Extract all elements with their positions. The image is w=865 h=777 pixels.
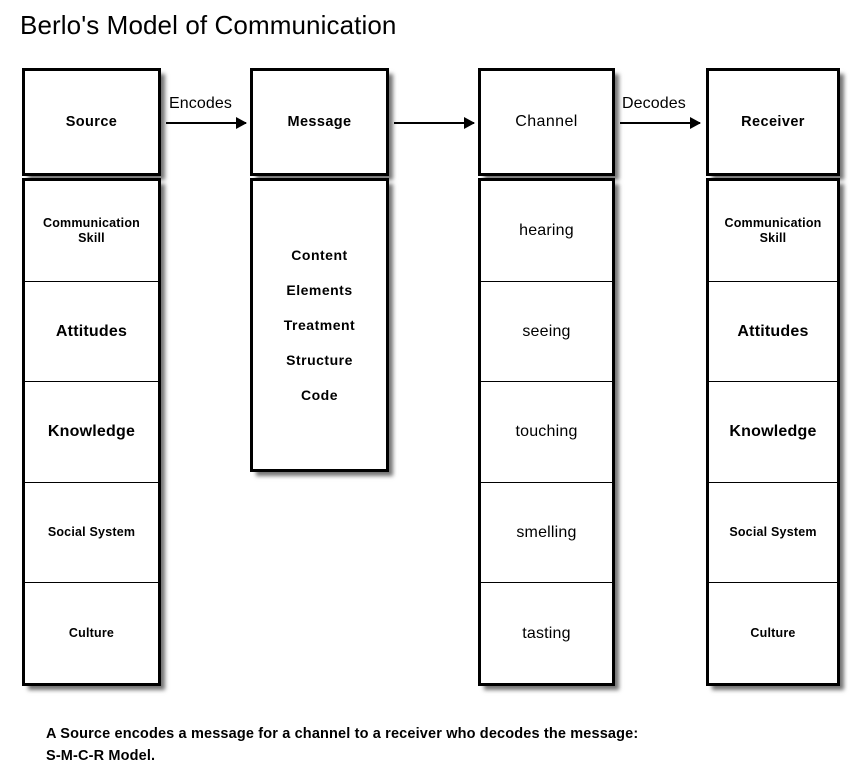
message-header-label: Message [287, 114, 352, 130]
source-header-label: Source [65, 114, 118, 130]
channel-header-box: Channel [478, 68, 615, 176]
source-item-label: Culture [68, 625, 115, 640]
message-item-treatment: Treatment [283, 317, 356, 333]
arrow-label-decodes: Decodes [622, 95, 686, 112]
arrow-source-to-message [166, 117, 247, 129]
source-attributes-box: Communication Skill Attitudes Knowledge … [22, 178, 161, 686]
channel-item-tasting: tasting [481, 583, 612, 683]
source-item-knowledge: Knowledge [25, 382, 158, 483]
channel-item-hearing: hearing [481, 181, 612, 282]
arrow-label-encodes: Encodes [169, 95, 232, 112]
receiver-item-knowledge: Knowledge [709, 382, 837, 483]
channel-header-label: Channel [515, 113, 578, 130]
receiver-attributes-box: Communication Skill Attitudes Knowledge … [706, 178, 840, 686]
receiver-item-attitudes: Attitudes [709, 282, 837, 383]
source-item-label: Social System [47, 525, 136, 540]
message-item-elements: Elements [286, 282, 353, 298]
message-item-structure: Structure [286, 352, 353, 368]
receiver-item-social-system: Social System [709, 483, 837, 584]
channel-item-label: smelling [516, 523, 577, 541]
channel-item-smelling: smelling [481, 483, 612, 584]
channel-item-label: touching [515, 423, 578, 441]
source-item-label: Attitudes [55, 322, 128, 340]
receiver-item-culture: Culture [709, 583, 837, 683]
receiver-header-box: Receiver [706, 68, 840, 176]
arrow-channel-to-receiver [620, 117, 701, 129]
channel-item-seeing: seeing [481, 282, 612, 383]
receiver-item-label: Social System [729, 525, 817, 540]
receiver-item-label: Communication Skill [724, 215, 822, 245]
message-item-code: Code [301, 387, 338, 403]
channel-senses-box: hearing seeing touching smelling tasting [478, 178, 615, 686]
channel-item-label: seeing [522, 322, 571, 340]
receiver-item-label: Knowledge [729, 423, 817, 441]
source-item-communication-skill: Communication Skill [25, 181, 158, 282]
page-title: Berlo's Model of Communication [20, 10, 397, 40]
arrow-message-to-channel [394, 117, 475, 129]
source-header-box: Source [22, 68, 161, 176]
source-item-label: Knowledge [47, 423, 136, 441]
channel-item-label: tasting [522, 624, 571, 642]
diagram-caption: A Source encodes a message for a channel… [46, 726, 639, 765]
message-attributes-box: Content Elements Treatment Structure Cod… [250, 178, 389, 472]
message-item-content: Content [291, 247, 348, 263]
receiver-item-label: Culture [750, 625, 796, 640]
source-item-attitudes: Attitudes [25, 282, 158, 383]
receiver-item-communication-skill: Communication Skill [709, 181, 837, 282]
receiver-header-label: Receiver [741, 114, 805, 130]
receiver-item-label: Attitudes [737, 322, 809, 340]
source-item-social-system: Social System [25, 483, 158, 584]
channel-item-label: hearing [519, 222, 574, 240]
source-item-label: Communication Skill [42, 215, 141, 245]
source-item-culture: Culture [25, 583, 158, 683]
channel-item-touching: touching [481, 382, 612, 483]
message-header-box: Message [250, 68, 389, 176]
